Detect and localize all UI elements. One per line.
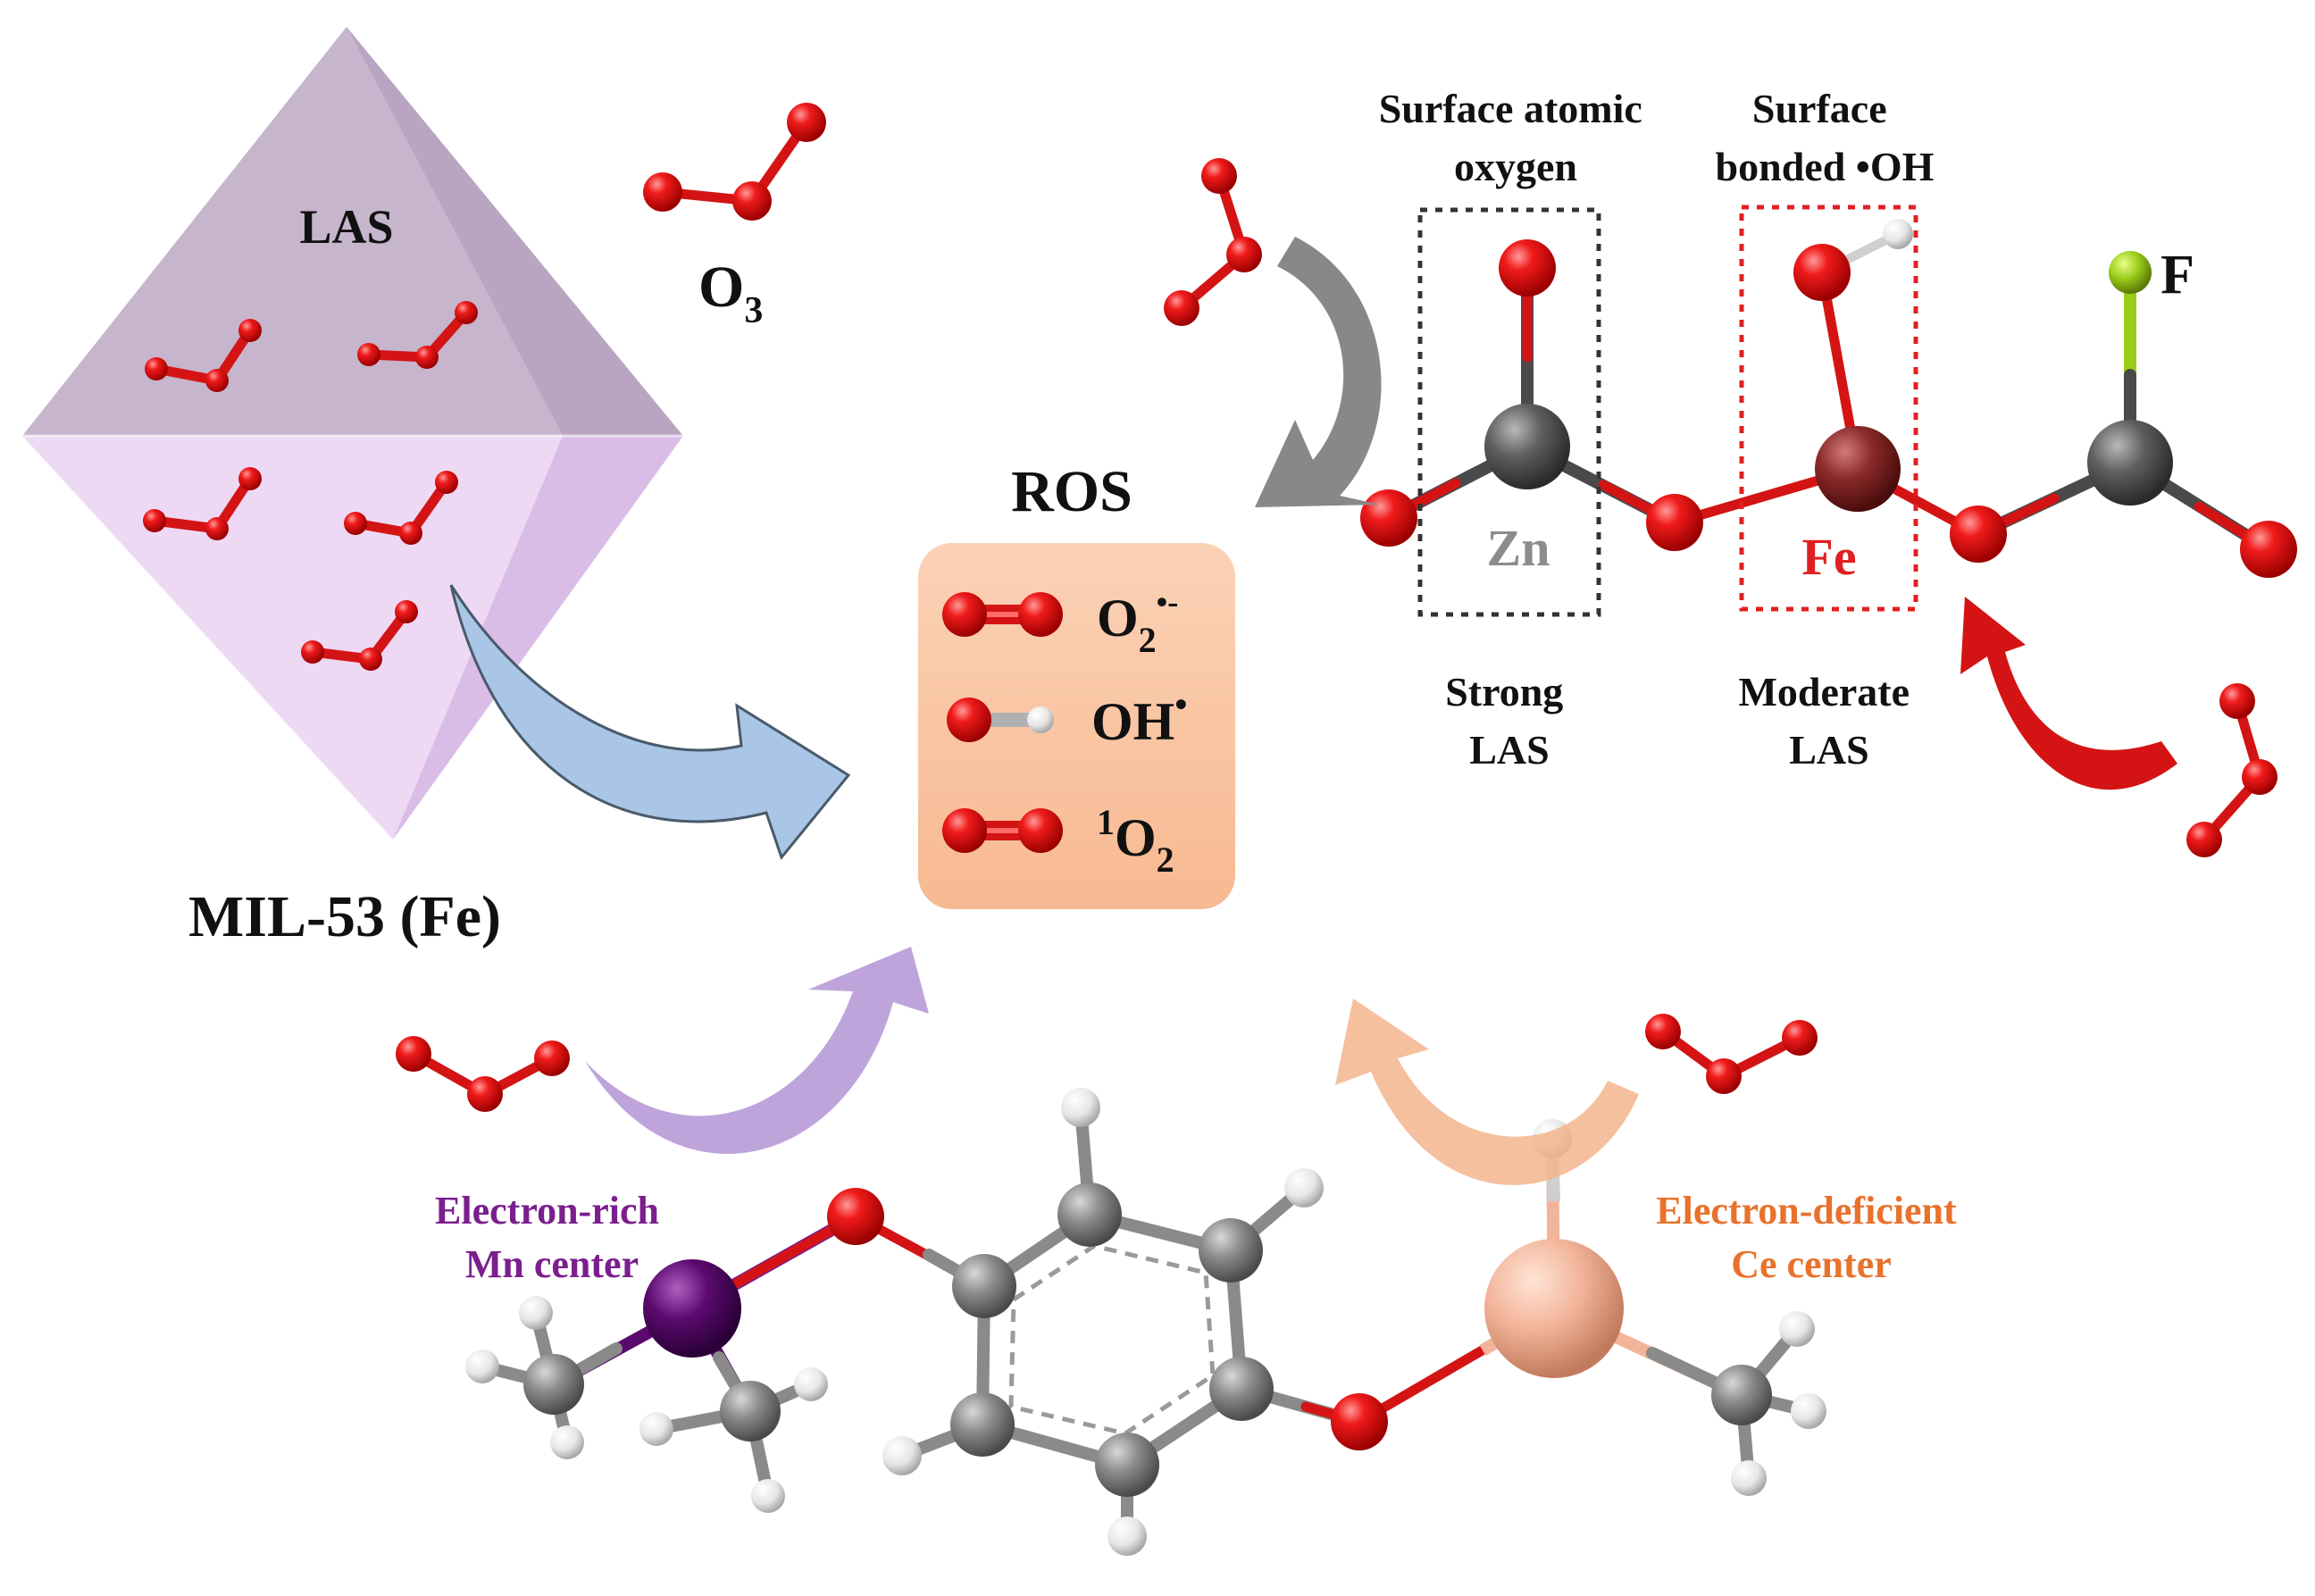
- hydrogen-atom: [1791, 1393, 1826, 1429]
- fluorine-atom: [2109, 251, 2152, 294]
- ozone-molecule: [1164, 158, 1262, 326]
- hydrogen-atom: [794, 1367, 828, 1401]
- oxygen-atom: [1646, 494, 1703, 551]
- oxygen-atom: [1360, 489, 1417, 547]
- oxygen-atom: [1499, 239, 1556, 297]
- ros-superoxide: O2•-: [942, 584, 1178, 660]
- hydrogen-atom: [1284, 1168, 1324, 1207]
- hydrogen-atom: [882, 1436, 922, 1475]
- bottom-molecule: [465, 1088, 1826, 1556]
- hydrogen-atom: [1883, 219, 1913, 249]
- hydrogen-atom: [519, 1296, 553, 1330]
- carbon-atom: [1057, 1182, 1122, 1247]
- zn-site-dotted-box: [1417, 207, 1601, 617]
- manganese-atom: [643, 1259, 741, 1358]
- ozone-molecule: [396, 1036, 570, 1112]
- oxygen-atom: [2240, 521, 2297, 578]
- hydrogen-atom: [639, 1412, 673, 1446]
- hydrogen-atom: [550, 1425, 584, 1459]
- hydrogen-atom: [465, 1349, 499, 1383]
- ros-hydroxyl: OH•: [947, 684, 1187, 751]
- purple-curved-arrow: [585, 947, 929, 1154]
- ozone-molecule: [301, 600, 418, 671]
- carbon-atom: [952, 1254, 1016, 1318]
- svg-text:1O2: 1O2: [1097, 802, 1174, 880]
- ros-box: [918, 543, 1235, 909]
- hydrogen-atom: [1731, 1460, 1767, 1496]
- ros-title: ROS: [1011, 459, 1132, 524]
- zinc-atom: [1484, 404, 1570, 489]
- ozone-formula: O3: [698, 255, 763, 331]
- svg-text:O2•-: O2•-: [1097, 584, 1178, 660]
- crystal-bottom-right-face: [393, 436, 683, 840]
- ozone-molecule: [357, 301, 478, 369]
- carbon-atom: [1095, 1433, 1159, 1497]
- ozone-molecule: [2186, 683, 2277, 857]
- surface-chain: Zn Fe F: [1360, 205, 2297, 617]
- mof-crystal: LAS: [22, 27, 683, 840]
- oxygen-atom: [1331, 1393, 1388, 1450]
- hydrogen-atom: [1061, 1088, 1100, 1127]
- ozone-molecule-free: [643, 103, 826, 221]
- fe-label: Fe: [1801, 528, 1856, 586]
- zinc-atom: [2087, 420, 2173, 506]
- crystal-bottom-left-face: [22, 436, 563, 840]
- ozone-molecule: [1645, 1014, 1818, 1094]
- carbon-atom: [950, 1392, 1015, 1457]
- hydrogen-atom: [751, 1479, 785, 1513]
- carbon-atom: [720, 1381, 781, 1441]
- hydrogen-atom: [1107, 1517, 1147, 1556]
- svg-text:OH•: OH•: [1091, 684, 1187, 751]
- zn-label: Zn: [1487, 519, 1550, 577]
- cerium-atom: [1484, 1239, 1624, 1378]
- hydrogen-atom: [1779, 1311, 1815, 1347]
- iron-atom: [1815, 426, 1901, 512]
- ozone-molecule: [145, 319, 262, 392]
- mof-name-label: MIL-53 (Fe): [188, 884, 501, 949]
- crystal-top-left-face: [22, 27, 563, 436]
- blue-curved-arrow: [449, 584, 851, 861]
- oxygen-atom: [1950, 506, 2007, 563]
- f-label: F: [2160, 245, 2194, 305]
- carbon-atom: [1209, 1357, 1274, 1421]
- grey-curved-arrow: [1255, 237, 1382, 507]
- carbon-atom: [523, 1354, 584, 1415]
- crystal-las-label: LAS: [299, 200, 393, 254]
- carbon-atom: [1199, 1218, 1263, 1283]
- ros-singlet-oxygen: 1O2: [942, 802, 1174, 880]
- carbon-atom: [1711, 1365, 1772, 1425]
- mn-center-label: Electron-rich Mn center: [435, 1189, 669, 1286]
- ce-center-label: Electron-deficient Ce center: [1656, 1189, 1966, 1286]
- surface-atomic-oxygen-label: Surface atomic oxygen: [1379, 86, 1653, 189]
- oxygen-atom: [1793, 244, 1851, 301]
- oxygen-atom: [827, 1188, 884, 1245]
- red-curved-arrow: [1960, 597, 2177, 790]
- orange-curved-arrow: [1335, 999, 1639, 1185]
- ozone-molecule: [344, 471, 458, 545]
- crystal-top-right-face: [347, 27, 683, 436]
- ozone-molecule: [143, 467, 262, 540]
- strong-las-label: Strong LAS: [1445, 669, 1574, 773]
- surface-bonded-oh-label: Surface bonded •OH: [1716, 86, 1935, 189]
- moderate-las-label: Moderate LAS: [1738, 669, 1919, 773]
